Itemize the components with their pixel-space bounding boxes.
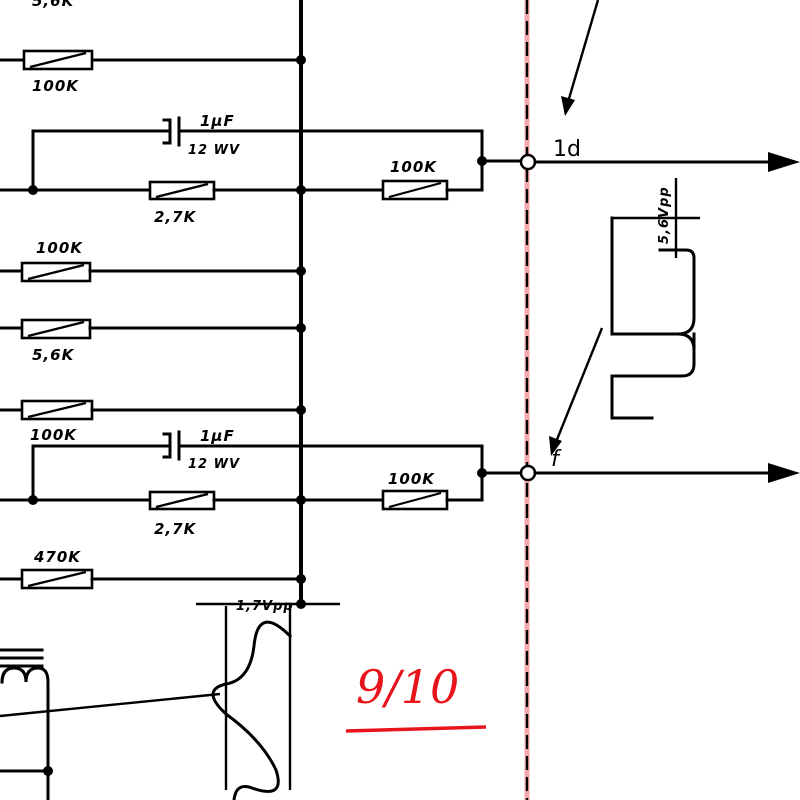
resistor-label-r2: 2,7K	[154, 208, 197, 226]
resistor-r3	[381, 179, 449, 201]
capacitor-value-c1: 1μF	[200, 112, 235, 130]
resistor-r4	[20, 261, 92, 283]
resistor-r7	[148, 490, 216, 511]
junction-dot	[296, 323, 306, 333]
resistor-label-r8: 100K	[388, 470, 435, 488]
resistor-r2	[148, 180, 216, 201]
capacitor-value-c2: 1μF	[200, 427, 235, 445]
resistor-label-r5: 5,6K	[32, 346, 75, 364]
junction-dot	[28, 495, 38, 505]
node-label-f: f	[551, 447, 562, 472]
capacitor-voltage-c1: 12 WV	[188, 143, 240, 158]
resistor-label-r6: 100K	[30, 426, 77, 444]
output-arrow-1d	[768, 152, 800, 172]
junction-dot	[296, 266, 306, 276]
sine-waveform	[196, 602, 340, 800]
square-waveform	[610, 178, 700, 420]
resistor-r1	[22, 49, 94, 71]
resistor-r9	[20, 568, 94, 590]
junction-dot	[296, 55, 306, 65]
capacitor-voltage-c2: 12 WV	[188, 457, 240, 472]
resistor-r5	[20, 318, 92, 340]
test-point-1d	[519, 153, 537, 171]
resistor-label-r3: 100K	[390, 158, 437, 176]
resistor-label-top: 5,6K	[32, 0, 75, 10]
resistor-label-r7: 2,7K	[154, 520, 197, 538]
sine-amplitude-label: 1,7Vpp	[236, 599, 294, 614]
resistor-label-r1: 100K	[32, 77, 79, 95]
probe-arrow-1d	[561, 96, 575, 116]
page-number: 9/10	[356, 660, 459, 714]
resistor-label-r9: 470K	[33, 548, 81, 566]
probe-arrow-f	[549, 436, 562, 456]
junction-dot	[28, 185, 38, 195]
test-point-f	[519, 464, 537, 482]
junction-dot	[296, 574, 306, 584]
transformer-symbol	[0, 648, 53, 800]
square-amplitude-label: 5,6Vpp	[657, 186, 672, 244]
resistor-label-r4: 100K	[36, 239, 83, 257]
junction-dot	[296, 405, 306, 415]
node-label-1d: 1d	[553, 137, 581, 162]
resistor-r6	[20, 399, 94, 421]
output-arrow-f	[768, 463, 800, 483]
resistor-r8	[381, 489, 449, 511]
capacitor-c1	[162, 116, 181, 147]
page-number-underline	[345, 725, 487, 733]
